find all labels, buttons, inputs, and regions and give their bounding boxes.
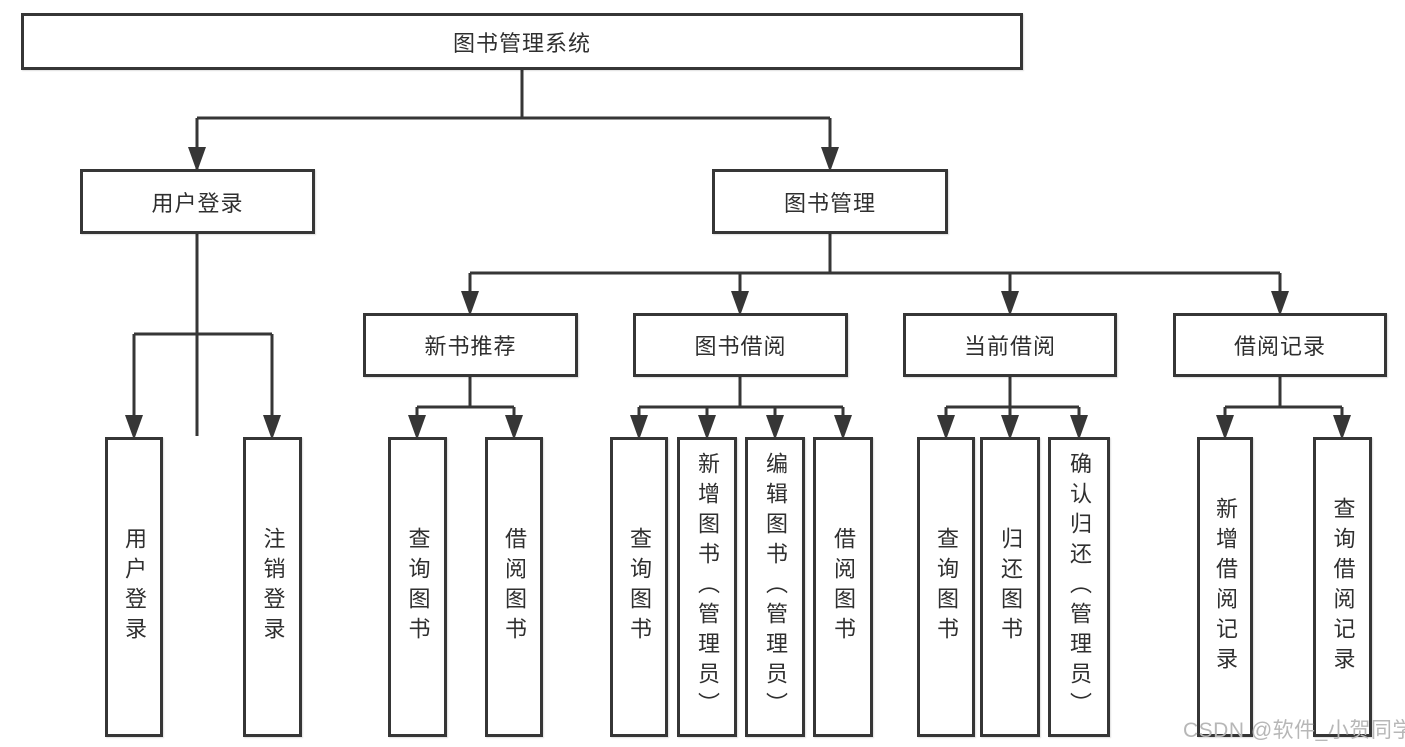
- csdn-watermark: CSDN @软件_小贺同学: [1183, 719, 1405, 742]
- arrow-leaf-10: [1001, 415, 1019, 440]
- leaf-confirm-return-admin-label: 确认归还（管理员）: [1067, 452, 1092, 722]
- leaf-edit-books-admin: 编辑图书（管理员）: [745, 437, 805, 737]
- node-book-management-label: 图书管理: [783, 190, 876, 216]
- node-current-borrowing-label: 当前借阅: [963, 334, 1056, 359]
- leaf-add-books-admin: 新增图书（管理员）: [677, 437, 737, 737]
- node-root-label: 图书管理系统: [452, 30, 591, 56]
- node-root: 图书管理系统: [21, 13, 1023, 70]
- arrow-user-login: [188, 147, 206, 172]
- leaf-logout-label: 注销登录: [260, 527, 286, 647]
- node-book-borrowing-label: 图书借阅: [694, 334, 787, 359]
- leaf-return-books: 归还图书: [980, 437, 1040, 737]
- arrow-leaf-3: [408, 415, 426, 440]
- leaf-add-borrow-record: 新增借阅记录: [1197, 437, 1253, 737]
- node-user-login-label: 用户登录: [151, 190, 244, 216]
- leaf-search-books-borrowing-label: 查询图书: [627, 527, 652, 647]
- leaf-borrow-books-recommend: 借阅图书: [485, 437, 543, 737]
- leaf-add-books-admin-label: 新增图书（管理员）: [695, 452, 720, 722]
- arrow-borrow-record: [1271, 291, 1289, 316]
- leaf-search-books-recommend: 查询图书: [388, 437, 447, 737]
- connector-root-to-level2: [195, 70, 832, 436]
- leaf-add-borrow-record-label: 新增借阅记录: [1213, 497, 1238, 677]
- leaf-borrow-books: 借阅图书: [813, 437, 873, 737]
- leaf-user-login-label: 用户登录: [122, 527, 147, 647]
- leaf-search-borrow-record: 查询借阅记录: [1313, 437, 1372, 737]
- arrow-leaf-1: [125, 415, 143, 440]
- arrow-leaf-8: [834, 415, 852, 440]
- leaf-user-login: 用户登录: [105, 437, 163, 737]
- arrow-leaf-13: [1333, 415, 1351, 440]
- leaf-return-books-label: 归还图书: [998, 527, 1023, 647]
- node-current-borrowing: 当前借阅: [903, 313, 1117, 377]
- arrow-leaf-4: [505, 415, 523, 440]
- node-new-book-recommend-label: 新书推荐: [424, 334, 517, 359]
- arrow-leaf-9: [937, 415, 955, 440]
- leaf-borrow-books-label: 借阅图书: [831, 527, 856, 647]
- arrow-new-book: [461, 291, 479, 316]
- node-borrowing-records-label: 借阅记录: [1233, 334, 1326, 359]
- leaf-confirm-return-admin: 确认归还（管理员）: [1048, 437, 1110, 737]
- leaf-search-books-current: 查询图书: [917, 437, 975, 737]
- leaf-edit-books-admin-label: 编辑图书（管理员）: [763, 452, 788, 722]
- node-user-login: 用户登录: [80, 169, 315, 234]
- arrow-current-borrow: [1001, 291, 1019, 316]
- leaf-search-books-recommend-label: 查询图书: [405, 527, 431, 647]
- arrow-book-mgmt: [821, 147, 839, 172]
- arrow-book-borrow: [731, 291, 749, 316]
- arrow-leaf-6: [698, 415, 716, 440]
- leaf-search-books-borrowing: 查询图书: [610, 437, 668, 737]
- node-book-management: 图书管理: [712, 169, 948, 234]
- leaf-search-borrow-record-label: 查询借阅记录: [1330, 497, 1356, 677]
- arrow-leaf-2: [263, 415, 281, 440]
- connector-paths: [132, 70, 1344, 434]
- leaf-borrow-books-recommend-label: 借阅图书: [502, 527, 527, 647]
- arrow-leaf-7: [766, 415, 784, 440]
- arrow-leaf-5: [630, 415, 648, 440]
- leaf-search-books-current-label: 查询图书: [934, 527, 959, 647]
- node-borrowing-records: 借阅记录: [1173, 313, 1387, 377]
- node-new-book-recommend: 新书推荐: [363, 313, 578, 377]
- node-book-borrowing: 图书借阅: [633, 313, 848, 377]
- arrow-leaf-11: [1070, 415, 1088, 440]
- arrow-leaf-12: [1216, 415, 1234, 440]
- leaf-logout: 注销登录: [243, 437, 302, 737]
